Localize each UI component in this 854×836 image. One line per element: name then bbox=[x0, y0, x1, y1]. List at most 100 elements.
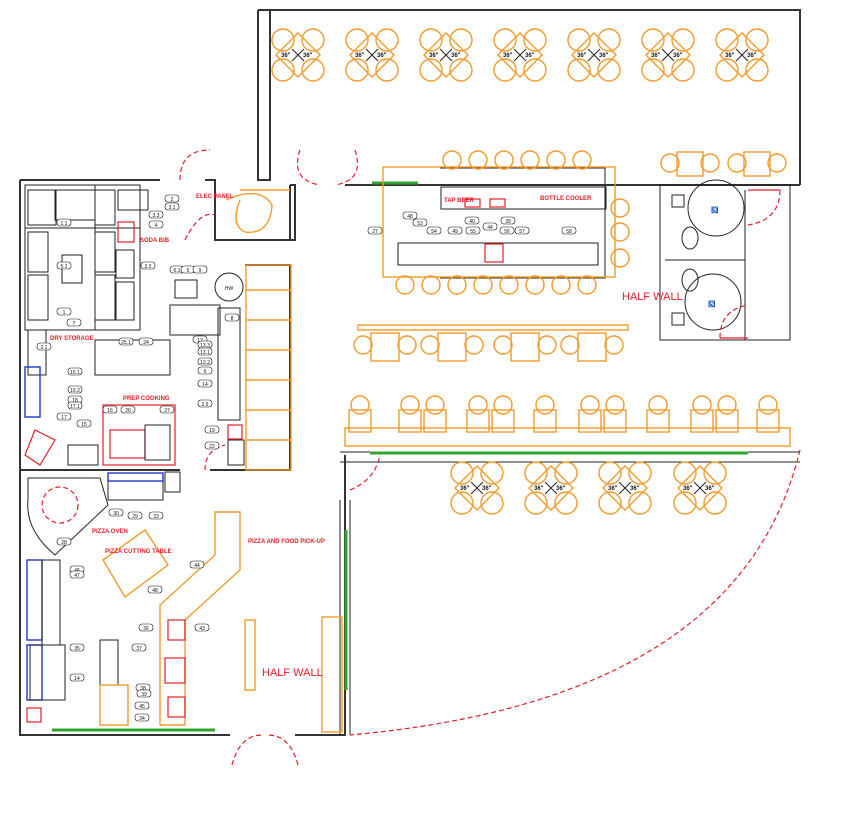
equipment-tag-label: 1.1 bbox=[61, 221, 68, 227]
chair-icon bbox=[395, 275, 415, 295]
chair-icon bbox=[271, 58, 295, 82]
equipment-tag bbox=[76, 419, 92, 428]
half-wall-pickup-label: HALF WALL bbox=[262, 667, 323, 679]
rear-door-swing bbox=[231, 734, 299, 766]
equipment-tag bbox=[367, 226, 383, 235]
equipment-tag-label: 34 bbox=[139, 716, 145, 722]
equipment-tag-label: 24 bbox=[143, 340, 149, 346]
equipment-tag-label: 16.1 bbox=[70, 370, 80, 376]
chair-icon bbox=[464, 335, 484, 355]
pizza-oven-label: PIZZA OVEN bbox=[92, 529, 128, 535]
pizza-area bbox=[26, 471, 343, 733]
equipment-tag bbox=[197, 347, 213, 356]
equipment-tag-label: 39 bbox=[141, 692, 147, 698]
equipment-tag-label: 6 bbox=[204, 369, 207, 375]
equipment-tag bbox=[56, 261, 72, 270]
chair-icon bbox=[375, 28, 399, 52]
table-icon bbox=[715, 409, 739, 433]
chair-icon bbox=[641, 28, 665, 52]
chair-icon bbox=[493, 335, 513, 355]
equipment-tag bbox=[192, 265, 208, 274]
table-base bbox=[618, 481, 632, 495]
tap-beer-label: TAP BEER bbox=[444, 198, 474, 204]
table-icon bbox=[349, 32, 395, 78]
equipment-tag bbox=[500, 216, 516, 225]
chair-icon bbox=[580, 395, 600, 415]
table-size-label: 36" bbox=[630, 486, 640, 492]
equipment-tag bbox=[197, 357, 213, 366]
restrooms: ♿ ♿ bbox=[671, 179, 781, 339]
table-size-label: 36" bbox=[725, 53, 735, 59]
chair-icon bbox=[525, 275, 545, 295]
equipment-tag bbox=[56, 412, 72, 421]
chair-icon bbox=[727, 153, 747, 173]
equipment-tag bbox=[127, 511, 143, 520]
chair-icon bbox=[554, 461, 578, 485]
table-icon bbox=[756, 409, 780, 433]
equipment-tag bbox=[36, 342, 52, 351]
equipment-tag bbox=[148, 511, 164, 520]
equipment-tag bbox=[67, 385, 83, 394]
equipment-tag bbox=[197, 379, 213, 388]
seating: 36"36"36"36"36"36"36"36"36"36"36"36"36"3… bbox=[271, 28, 791, 515]
rail bbox=[357, 324, 629, 331]
table-icon bbox=[602, 465, 648, 511]
chair-icon bbox=[353, 335, 373, 355]
pizza-pickup-label: PIZZA AND FOOD PICK-UP bbox=[248, 539, 325, 545]
equipment-tag bbox=[148, 210, 164, 219]
equipment-tag bbox=[136, 689, 152, 698]
equipment-tag bbox=[102, 405, 118, 414]
equipment-tag-label: 3.3 bbox=[153, 213, 160, 219]
table-size-label: 36" bbox=[651, 53, 661, 59]
equipment-tag bbox=[56, 218, 72, 227]
water-heater-label: HW bbox=[225, 286, 234, 292]
equipment-tag-label: 48 bbox=[152, 588, 158, 594]
table-icon bbox=[645, 32, 691, 78]
equipment-tag-label: 14 bbox=[202, 382, 208, 388]
chair-icon bbox=[717, 395, 737, 415]
chair-icon bbox=[375, 58, 399, 82]
equipment-tag-label: 13.1 bbox=[200, 350, 210, 356]
equipment-tag-label: 45 bbox=[139, 704, 145, 710]
chair-icon bbox=[480, 461, 504, 485]
table-size-label: 36" bbox=[281, 53, 291, 59]
chair-icon bbox=[692, 395, 712, 415]
chair-icon bbox=[523, 28, 547, 52]
equipment-tag-label: 43 bbox=[199, 626, 205, 632]
chair-icon bbox=[520, 150, 540, 170]
chair-icon bbox=[499, 275, 519, 295]
chair-icon bbox=[604, 335, 624, 355]
equipment-tag bbox=[138, 623, 154, 632]
bottle-cooler-label: BOTTLE COOLER bbox=[540, 196, 592, 202]
equipment-tag-label: 48 bbox=[407, 214, 413, 220]
table-icon bbox=[571, 32, 617, 78]
equipment-tag-label: 5 bbox=[187, 268, 190, 274]
table-icon bbox=[423, 409, 447, 433]
equipment-tag bbox=[69, 643, 85, 652]
table-base bbox=[470, 481, 484, 495]
chair-icon bbox=[567, 58, 591, 82]
chair-icon bbox=[419, 58, 443, 82]
bar bbox=[382, 166, 616, 278]
equipment-tag-label: 44 bbox=[487, 225, 493, 231]
table-base bbox=[693, 481, 707, 495]
equipment-tag bbox=[465, 226, 481, 235]
equipment-tag bbox=[147, 585, 163, 594]
equipment-tag-label: 54 bbox=[431, 229, 437, 235]
equipment-tag-label: 56 bbox=[504, 229, 510, 235]
chair-icon bbox=[703, 491, 727, 515]
equipment-tag-label: 7 bbox=[73, 321, 76, 327]
equipment-tag-label: 4 bbox=[155, 223, 158, 229]
table-icon bbox=[437, 332, 467, 362]
equipment-tag-label: 19 bbox=[209, 428, 215, 434]
chair-icon bbox=[605, 395, 625, 415]
green-partitions bbox=[52, 181, 748, 732]
table-base bbox=[735, 48, 749, 62]
chair-icon bbox=[468, 150, 488, 170]
table-base bbox=[661, 48, 675, 62]
table-icon bbox=[578, 409, 602, 433]
chair-icon bbox=[745, 28, 769, 52]
table-size-label: 36" bbox=[673, 53, 683, 59]
chair-icon bbox=[572, 150, 592, 170]
equipment-tag-label: 35 bbox=[74, 646, 80, 652]
